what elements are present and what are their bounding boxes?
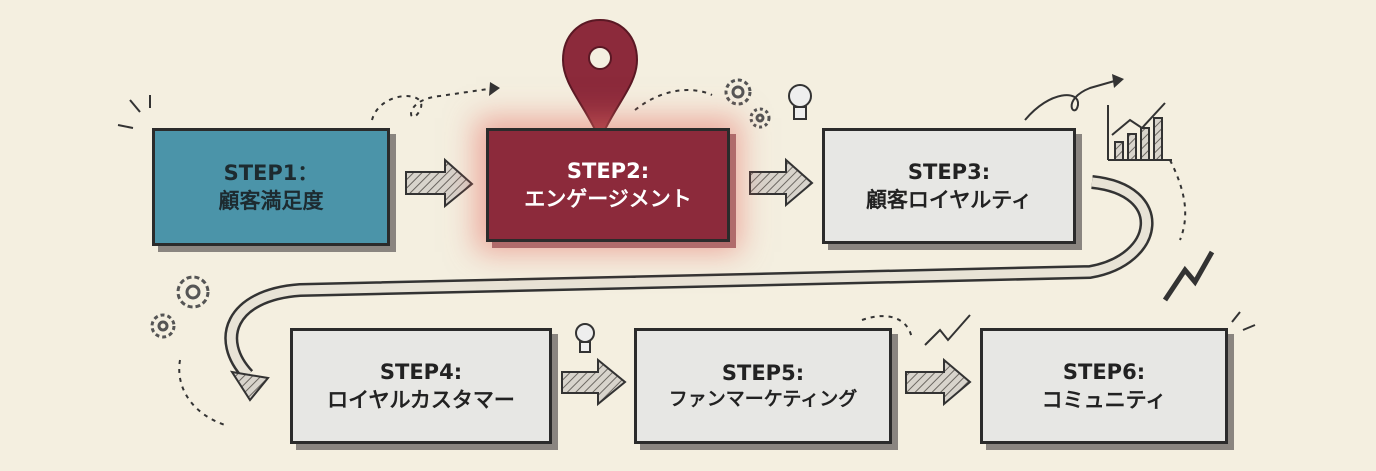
step-label: STEP3: — [907, 159, 991, 184]
step-1-box: STEP1： 顧客満足度 — [152, 128, 390, 246]
step-4-box: STEP4: ロイヤルカスタマー — [290, 328, 552, 444]
step-title: エンゲージメント — [524, 187, 692, 211]
arrow-1-2 — [405, 157, 474, 209]
step-3-box: STEP3: 顧客ロイヤルティ — [822, 128, 1076, 244]
gear-icon — [150, 78, 771, 339]
location-pin-icon — [561, 18, 639, 143]
step-2-box: STEP2: エンゲージメント — [486, 128, 730, 242]
step-title: 顧客ロイヤルティ — [865, 188, 1033, 212]
step-6-box: STEP6: コミュニティ — [980, 328, 1228, 444]
arrow-5-6 — [905, 357, 972, 407]
step-label: STEP5: — [721, 361, 805, 385]
step-title: ロイヤルカスタマー — [327, 388, 515, 412]
step-5-box: STEP5: ファンマーケティング — [634, 328, 892, 444]
step-title: ファンマーケティング — [668, 388, 858, 411]
step-label: STEP4: — [379, 359, 463, 384]
bar-chart-icon — [1107, 102, 1172, 161]
trend-zigzag — [1162, 250, 1215, 302]
step-title: 顧客満足度 — [218, 189, 324, 213]
arrow-2-3 — [749, 157, 814, 208]
step-title: コミュニティ — [1041, 388, 1167, 412]
step-label: STEP2: — [566, 158, 650, 183]
step-label: STEP6: — [1062, 359, 1146, 384]
lightbulb-icon — [575, 84, 812, 353]
arrow-4-5 — [561, 357, 627, 407]
step-label: STEP1： — [223, 160, 319, 185]
